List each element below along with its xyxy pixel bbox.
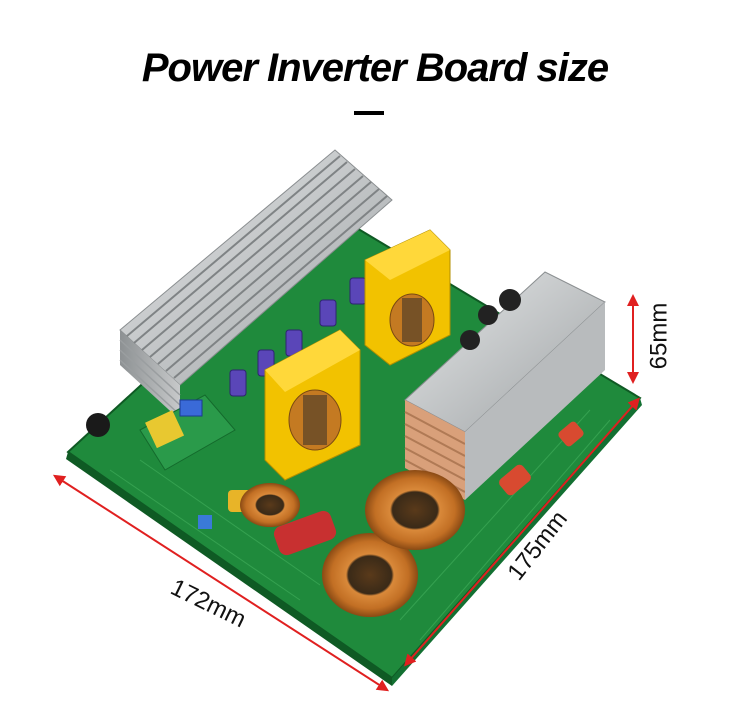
transformer-back — [364, 229, 451, 366]
dimension-arrows — [52, 294, 640, 692]
height-dimension-label: 65mm — [645, 302, 673, 370]
transformer-front — [264, 329, 361, 481]
page-title: Power Inverter Board size — [141, 46, 609, 90]
heatsink-left — [119, 149, 393, 420]
title-underline — [354, 111, 384, 115]
